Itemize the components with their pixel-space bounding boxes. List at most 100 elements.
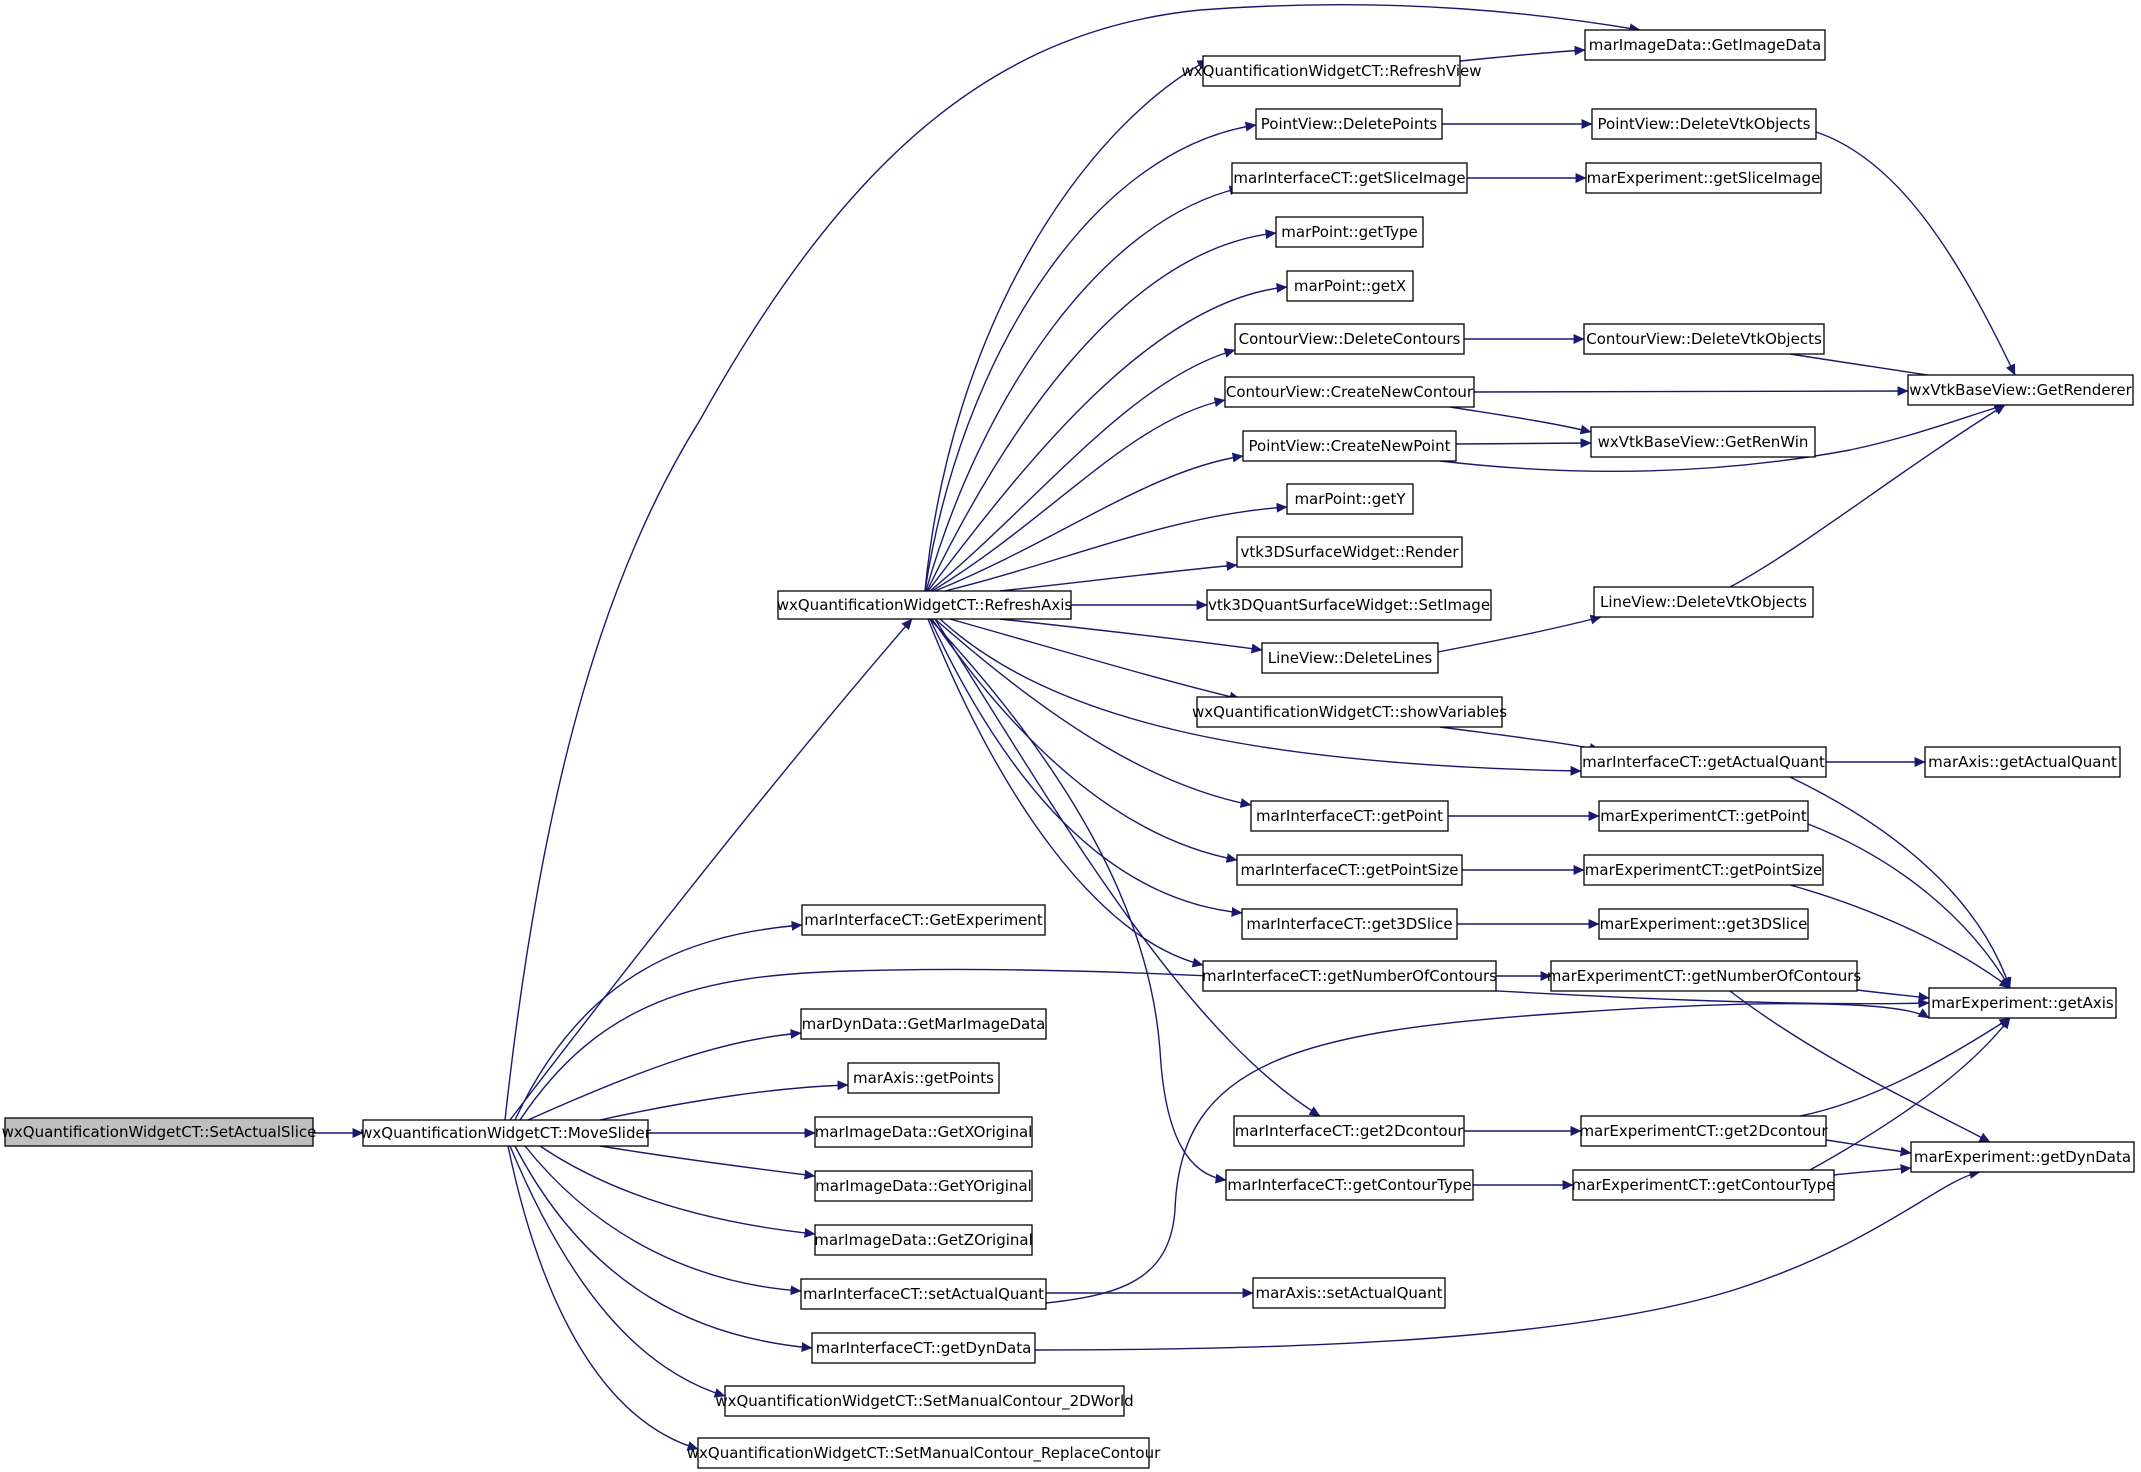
function-node-refreshAxis[interactable]: wxQuantificationWidgetCT::RefreshAxis [777, 590, 1073, 620]
function-node-ptGetX[interactable]: marPoint::getX [1286, 270, 1414, 302]
node-box[interactable] [1924, 746, 2121, 778]
node-box[interactable] [811, 1332, 1036, 1364]
function-node-ifSetActualQuant[interactable]: marInterfaceCT::setActualQuant [800, 1278, 1047, 1310]
function-node-expGetPointSize[interactable]: marExperimentCT::getPointSize [1583, 854, 1824, 886]
node-box[interactable] [4, 1117, 314, 1147]
node-box[interactable] [1231, 162, 1468, 194]
node-box[interactable] [777, 590, 1072, 620]
function-node-getYOriginal[interactable]: marImageData::GetYOriginal [814, 1170, 1033, 1202]
node-box[interactable] [1255, 108, 1443, 140]
node-box[interactable] [1286, 270, 1414, 302]
function-node-expGetNumContours[interactable]: marExperimentCT::getNumberOfContours [1547, 960, 1862, 992]
function-node-setManual2D[interactable]: wxQuantificationWidgetCT::SetManualConto… [715, 1385, 1134, 1417]
node-box[interactable] [1580, 746, 1827, 778]
function-node-ifGetActualQuant[interactable]: marInterfaceCT::getActualQuant [1580, 746, 1827, 778]
function-node-ifGet3DSlice[interactable]: marInterfaceCT::get3DSlice [1241, 908, 1458, 940]
node-box[interactable] [1928, 987, 2117, 1019]
node-box[interactable] [1550, 960, 1858, 992]
function-node-expGet3DSlice[interactable]: marExperiment::get3DSlice [1598, 908, 1809, 940]
function-node-lvDeleteVtk[interactable]: LineView::DeleteVtkObjects [1593, 586, 1814, 618]
function-node-cvCreateNewContour[interactable]: ContourView::CreateNewContour [1224, 376, 1475, 408]
function-node-expGetPoint[interactable]: marExperimentCT::getPoint [1598, 800, 1809, 832]
function-node-getXOriginal[interactable]: marImageData::GetXOriginal [814, 1116, 1033, 1148]
function-node-ptGetType[interactable]: marPoint::getType [1275, 216, 1424, 248]
node-box[interactable] [1225, 1169, 1474, 1201]
function-node-vtkRender[interactable]: vtk3DSurfaceWidget::Render [1236, 536, 1463, 568]
function-node-axSetActualQuant[interactable]: marAxis::setActualQuant [1252, 1277, 1446, 1309]
function-node-getImageData[interactable]: marImageData::GetImageData [1584, 29, 1826, 61]
node-box[interactable] [1584, 29, 1826, 61]
node-box[interactable] [1234, 323, 1465, 355]
node-box[interactable] [1242, 430, 1457, 462]
node-box[interactable] [1583, 323, 1825, 355]
function-node-expGetContourType[interactable]: marExperimentCT::getContourType [1572, 1169, 1836, 1201]
node-box[interactable] [1590, 426, 1816, 458]
function-node-expGetSliceImage[interactable]: marExperiment::getSliceImage [1585, 162, 1822, 194]
node-box[interactable] [1206, 589, 1492, 621]
node-box[interactable] [1250, 800, 1449, 832]
function-node-moveSlider[interactable]: wxQuantificationWidgetCT::MoveSlider [360, 1119, 652, 1147]
node-box[interactable] [1196, 696, 1503, 728]
function-node-ifGetDynData[interactable]: marInterfaceCT::getDynData [811, 1332, 1036, 1364]
function-node-pvDeleteVtk[interactable]: PointView::DeleteVtkObjects [1591, 108, 1817, 140]
function-node-setActualSlice[interactable]: wxQuantificationWidgetCT::SetActualSlice [2, 1117, 317, 1147]
function-node-cvDeleteVtk[interactable]: ContourView::DeleteVtkObjects [1583, 323, 1825, 355]
node-box[interactable] [1286, 483, 1414, 515]
node-box[interactable] [1585, 162, 1822, 194]
function-node-ifGetContourType[interactable]: marInterfaceCT::getContourType [1225, 1169, 1474, 1201]
function-node-showVariables[interactable]: wxQuantificationWidgetCT::showVariables [1192, 696, 1507, 728]
function-node-setManualReplace[interactable]: wxQuantificationWidgetCT::SetManualConto… [687, 1437, 1161, 1469]
function-node-expGetDynData[interactable]: marExperiment::getDynData [1910, 1141, 2135, 1173]
function-node-pvCreateNewPoint[interactable]: PointView::CreateNewPoint [1242, 430, 1457, 462]
function-node-ifGetSliceImage[interactable]: marInterfaceCT::getSliceImage [1231, 162, 1468, 194]
node-box[interactable] [801, 904, 1046, 936]
node-box[interactable] [814, 1224, 1033, 1256]
function-node-cvDeleteContours[interactable]: ContourView::DeleteContours [1234, 323, 1465, 355]
node-box[interactable] [814, 1170, 1033, 1202]
function-node-vtkSetImage[interactable]: vtk3DQuantSurfaceWidget::SetImage [1206, 589, 1492, 621]
node-box[interactable] [800, 1008, 1047, 1040]
node-box[interactable] [814, 1116, 1033, 1148]
node-box[interactable] [697, 1437, 1150, 1469]
function-node-getRenderer[interactable]: wxVtkBaseView::GetRenderer [1907, 374, 2134, 406]
node-box[interactable] [1233, 1115, 1465, 1147]
function-node-getZOriginal[interactable]: marImageData::GetZOriginal [814, 1224, 1033, 1256]
node-box[interactable] [1252, 1277, 1446, 1309]
node-box[interactable] [1224, 376, 1475, 408]
node-box[interactable] [1583, 854, 1824, 886]
node-box[interactable] [1907, 374, 2134, 406]
node-box[interactable] [1593, 586, 1814, 618]
function-node-lvDeleteLines[interactable]: LineView::DeleteLines [1261, 642, 1439, 674]
node-box[interactable] [362, 1119, 649, 1147]
function-node-getExperiment[interactable]: marInterfaceCT::GetExperiment [801, 904, 1046, 936]
node-box[interactable] [1580, 1115, 1827, 1147]
function-node-pvDeletePoints[interactable]: PointView::DeletePoints [1255, 108, 1443, 140]
node-box[interactable] [800, 1278, 1047, 1310]
function-node-ifGetNumContours[interactable]: marInterfaceCT::getNumberOfContours [1202, 960, 1497, 992]
node-box[interactable] [1236, 854, 1463, 886]
node-box[interactable] [1202, 55, 1461, 87]
node-box[interactable] [1202, 960, 1497, 992]
function-node-expGetAxis[interactable]: marExperiment::getAxis [1928, 987, 2117, 1019]
function-node-getMarImageData[interactable]: marDynData::GetMarImageData [800, 1008, 1047, 1040]
node-box[interactable] [1910, 1141, 2135, 1173]
function-node-ifGetPointSize[interactable]: marInterfaceCT::getPointSize [1236, 854, 1463, 886]
node-box[interactable] [1598, 908, 1809, 940]
function-node-getRenWin[interactable]: wxVtkBaseView::GetRenWin [1590, 426, 1816, 458]
function-node-expGet2Dcontour[interactable]: marExperimentCT::get2Dcontour [1579, 1115, 1828, 1147]
node-box[interactable] [1261, 642, 1439, 674]
function-node-refreshView[interactable]: wxQuantificationWidgetCT::RefreshView [1182, 55, 1482, 87]
function-node-axGetActualQuant[interactable]: marAxis::getActualQuant [1924, 746, 2121, 778]
node-box[interactable] [1572, 1169, 1835, 1201]
function-node-ifGet2Dcontour[interactable]: marInterfaceCT::get2Dcontour [1233, 1115, 1465, 1147]
node-box[interactable] [1598, 800, 1809, 832]
node-box[interactable] [847, 1062, 1000, 1094]
function-node-getPoints[interactable]: marAxis::getPoints [847, 1062, 1000, 1094]
node-box[interactable] [1236, 536, 1463, 568]
node-box[interactable] [1241, 908, 1458, 940]
node-box[interactable] [1275, 216, 1424, 248]
node-box[interactable] [1591, 108, 1817, 140]
function-node-ptGetY[interactable]: marPoint::getY [1286, 483, 1414, 515]
node-box[interactable] [724, 1385, 1125, 1417]
function-node-ifGetPoint[interactable]: marInterfaceCT::getPoint [1250, 800, 1449, 832]
